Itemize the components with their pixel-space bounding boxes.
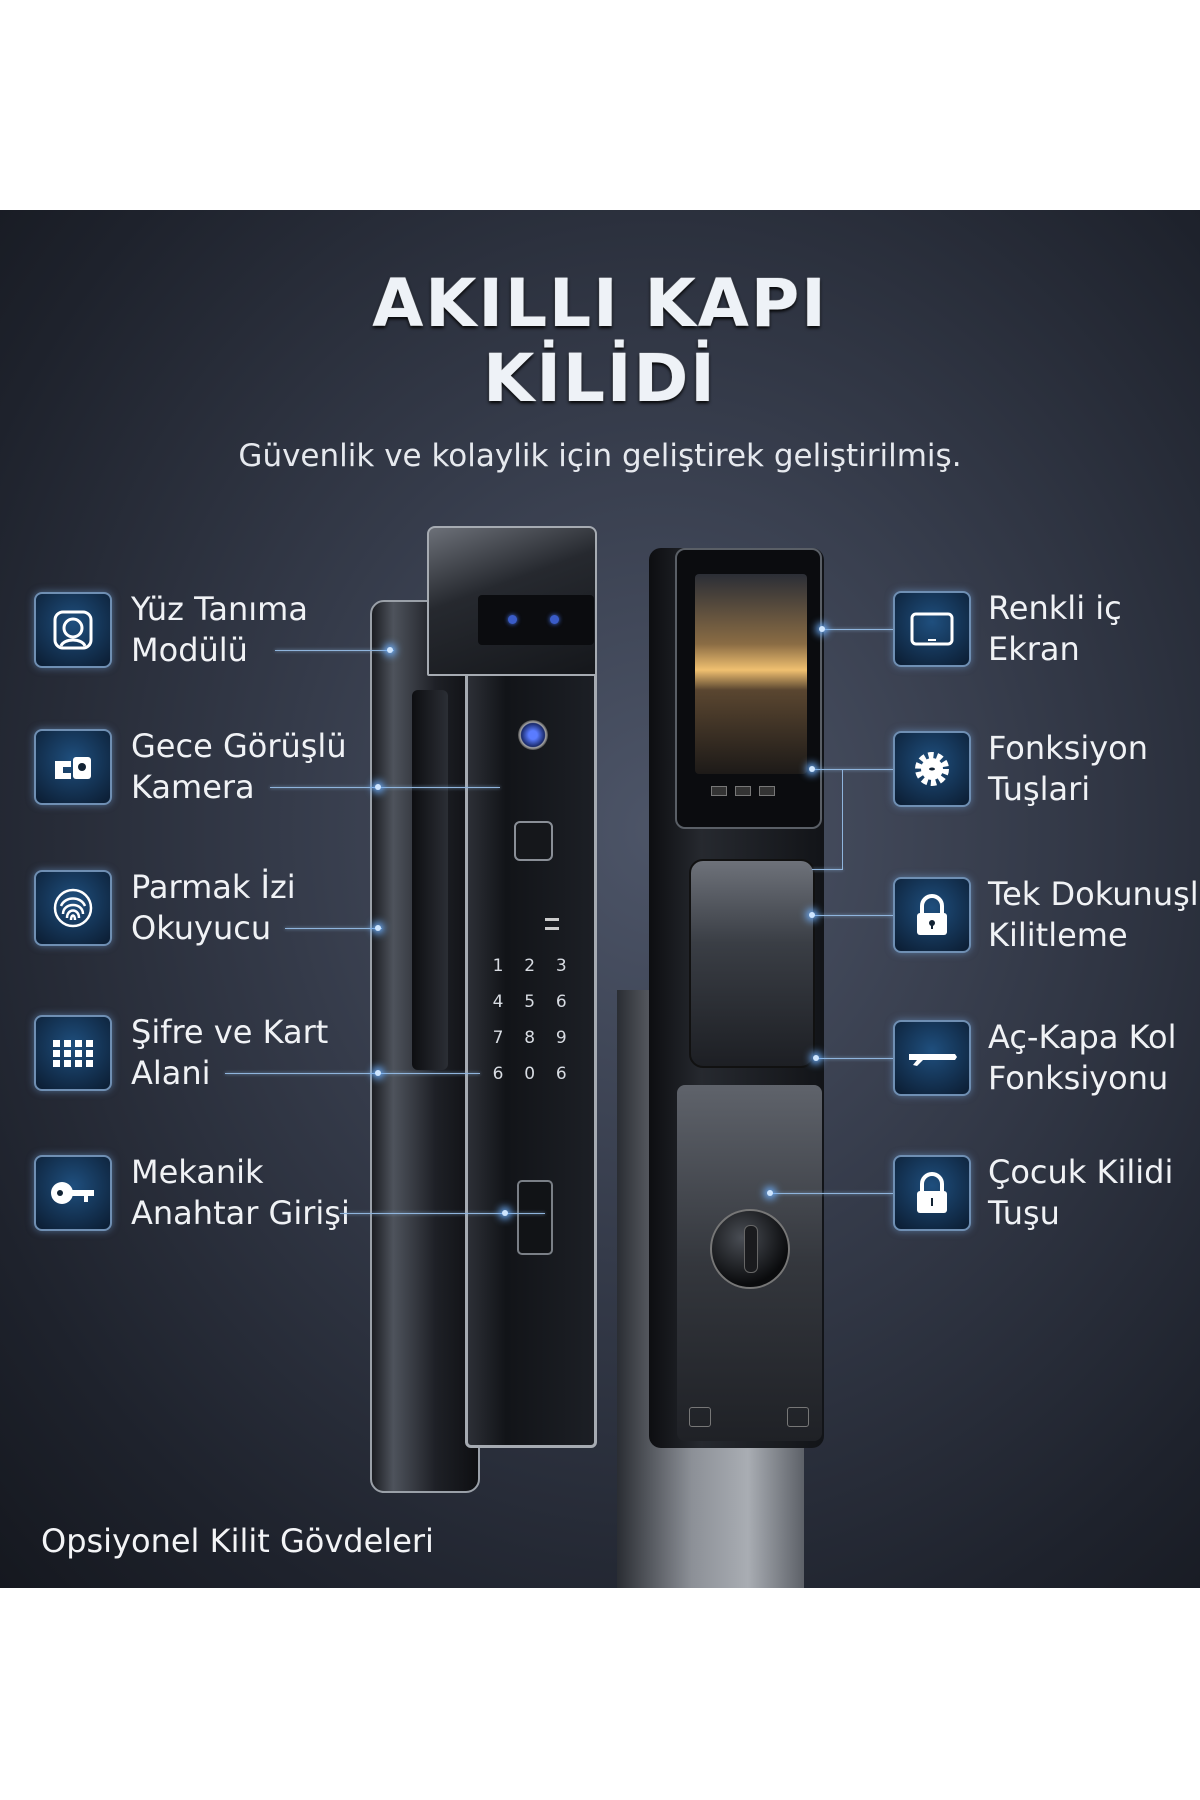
feature-label-line2: Tuşlari [988, 770, 1091, 808]
product-poster: AKILLI KAPI KİLİDİ Güvenlik ve kolaylik … [0, 210, 1200, 1588]
function-button[interactable] [735, 786, 751, 796]
connector-line [275, 650, 394, 651]
function-button[interactable] [711, 786, 727, 796]
keypad-key[interactable]: 7 [492, 1028, 504, 1048]
keypad-icon [34, 1015, 112, 1091]
title-line-2: KİLİDİ [483, 340, 717, 417]
face-sensor [478, 595, 594, 645]
face-recognition-icon [34, 592, 112, 668]
connector-line [340, 1213, 545, 1214]
keypad-key[interactable]: 2 [524, 956, 536, 976]
feature-label-line2: Fonksiyonu [988, 1059, 1169, 1097]
feature-gear: Fonksiyon Tuşlari [893, 729, 1200, 811]
feature-label-line2: Kilitleme [988, 916, 1128, 954]
feature-label-line2: Anahtar Girişi [131, 1194, 350, 1232]
feature-label-line1: Renkli iç [988, 589, 1122, 627]
night-camera-icon [34, 729, 112, 805]
lock-body [465, 670, 597, 1448]
feature-label-line2: Tuşu [988, 1194, 1060, 1232]
keypad-key[interactable]: 6 [555, 992, 567, 1012]
lock-icon [893, 877, 971, 953]
feature-label-line1: Gece Görüşlü [131, 727, 347, 765]
connector-dot [375, 1070, 381, 1076]
connector-line [812, 869, 843, 870]
feature-label-line1: Çocuk Kilidi [988, 1153, 1174, 1191]
feature-face-recognition: Yüz Tanıma Modülü [34, 590, 434, 672]
camera-lens [518, 720, 548, 750]
connector-line [812, 769, 893, 770]
lever-handle[interactable] [689, 859, 815, 1068]
feature-label-line1: Yüz Tanıma [131, 590, 308, 628]
feature-lock: Tek Dokunuşl Kilitleme [893, 875, 1200, 957]
keyhole-cover[interactable] [517, 1180, 553, 1255]
connector-line [816, 1058, 893, 1059]
title-line-1: AKILLI KAPI [372, 265, 828, 342]
feature-label-line2: Ekran [988, 630, 1080, 668]
connector-line [225, 1073, 480, 1074]
keypad-key[interactable]: 8 [524, 1028, 536, 1048]
child-lock-icon [893, 1155, 971, 1231]
key-icon [34, 1155, 112, 1231]
connector-line [285, 928, 382, 929]
feature-key: Mekanik Anahtar Girişi [34, 1153, 434, 1235]
connector-dot [819, 626, 825, 632]
feature-screen: Renkli iç Ekran [893, 589, 1200, 671]
connector-dot [375, 925, 381, 931]
footer-caption: Opsiyonel Kilit Gövdeleri [41, 1522, 434, 1560]
feature-label-line1: Şifre ve Kart [131, 1013, 329, 1051]
feature-label-line1: Aç-Kapa Kol [988, 1018, 1177, 1056]
connector-line [770, 1193, 893, 1194]
feature-label-line2: Alani [131, 1054, 211, 1092]
screen-icon [893, 591, 971, 667]
keypad-key[interactable]: 9 [555, 1028, 567, 1048]
feature-label-line2: Kamera [131, 768, 255, 806]
keypad-key[interactable]: 6 [492, 1064, 504, 1084]
feature-handle: Aç-Kapa Kol Fonksiyonu [893, 1018, 1200, 1100]
connector-line [812, 915, 893, 916]
feature-label-line1: Fonksiyon [988, 729, 1149, 767]
lower-panel [677, 1085, 822, 1441]
connector-dot [767, 1190, 773, 1196]
feature-night-camera: Gece Görüşlü Kamera [34, 727, 434, 809]
thumb-turn-knob[interactable] [710, 1209, 790, 1289]
keypad-key[interactable]: 5 [524, 992, 536, 1012]
keypad-key[interactable]: 3 [555, 956, 567, 976]
connector-dot [813, 1055, 819, 1061]
screen-panel [675, 548, 822, 829]
feature-label-line1: Mekanik [131, 1153, 264, 1191]
feature-keypad: Şifre ve Kart Alani [34, 1013, 434, 1095]
feature-label-line2: Okuyucu [131, 909, 272, 947]
connector-line [270, 787, 500, 788]
fingerprint-sensor [514, 821, 553, 861]
connector-dot [809, 912, 815, 918]
color-screen [695, 574, 807, 774]
fingerprint-icon [34, 870, 112, 946]
subtitle: Güvenlik ve kolaylik için geliştirek gel… [238, 438, 962, 474]
feature-label-line1: Parmak İzi [131, 868, 296, 906]
connector-dot [502, 1210, 508, 1216]
feature-label-line2: Modülü [131, 631, 248, 669]
connector-line [822, 629, 893, 630]
keypad-key[interactable]: 0 [524, 1064, 536, 1084]
feature-fingerprint: Parmak İzi Okuyucu [34, 868, 434, 950]
keypad-key[interactable]: 4 [492, 992, 504, 1012]
connector-line [842, 769, 843, 869]
connector-dot [375, 784, 381, 790]
function-button[interactable] [759, 786, 775, 796]
gear-icon [893, 731, 971, 807]
handle-icon [893, 1020, 971, 1096]
keypad-key[interactable]: 6 [555, 1064, 567, 1084]
feature-child-lock: Çocuk Kilidi Tuşu [893, 1153, 1200, 1235]
connector-dot [387, 647, 393, 653]
keypad-key[interactable]: 1 [492, 956, 504, 976]
connector-dot [809, 766, 815, 772]
menu-icon [545, 918, 559, 930]
handle [412, 690, 448, 1070]
feature-label-line1: Tek Dokunuşl [988, 875, 1199, 913]
